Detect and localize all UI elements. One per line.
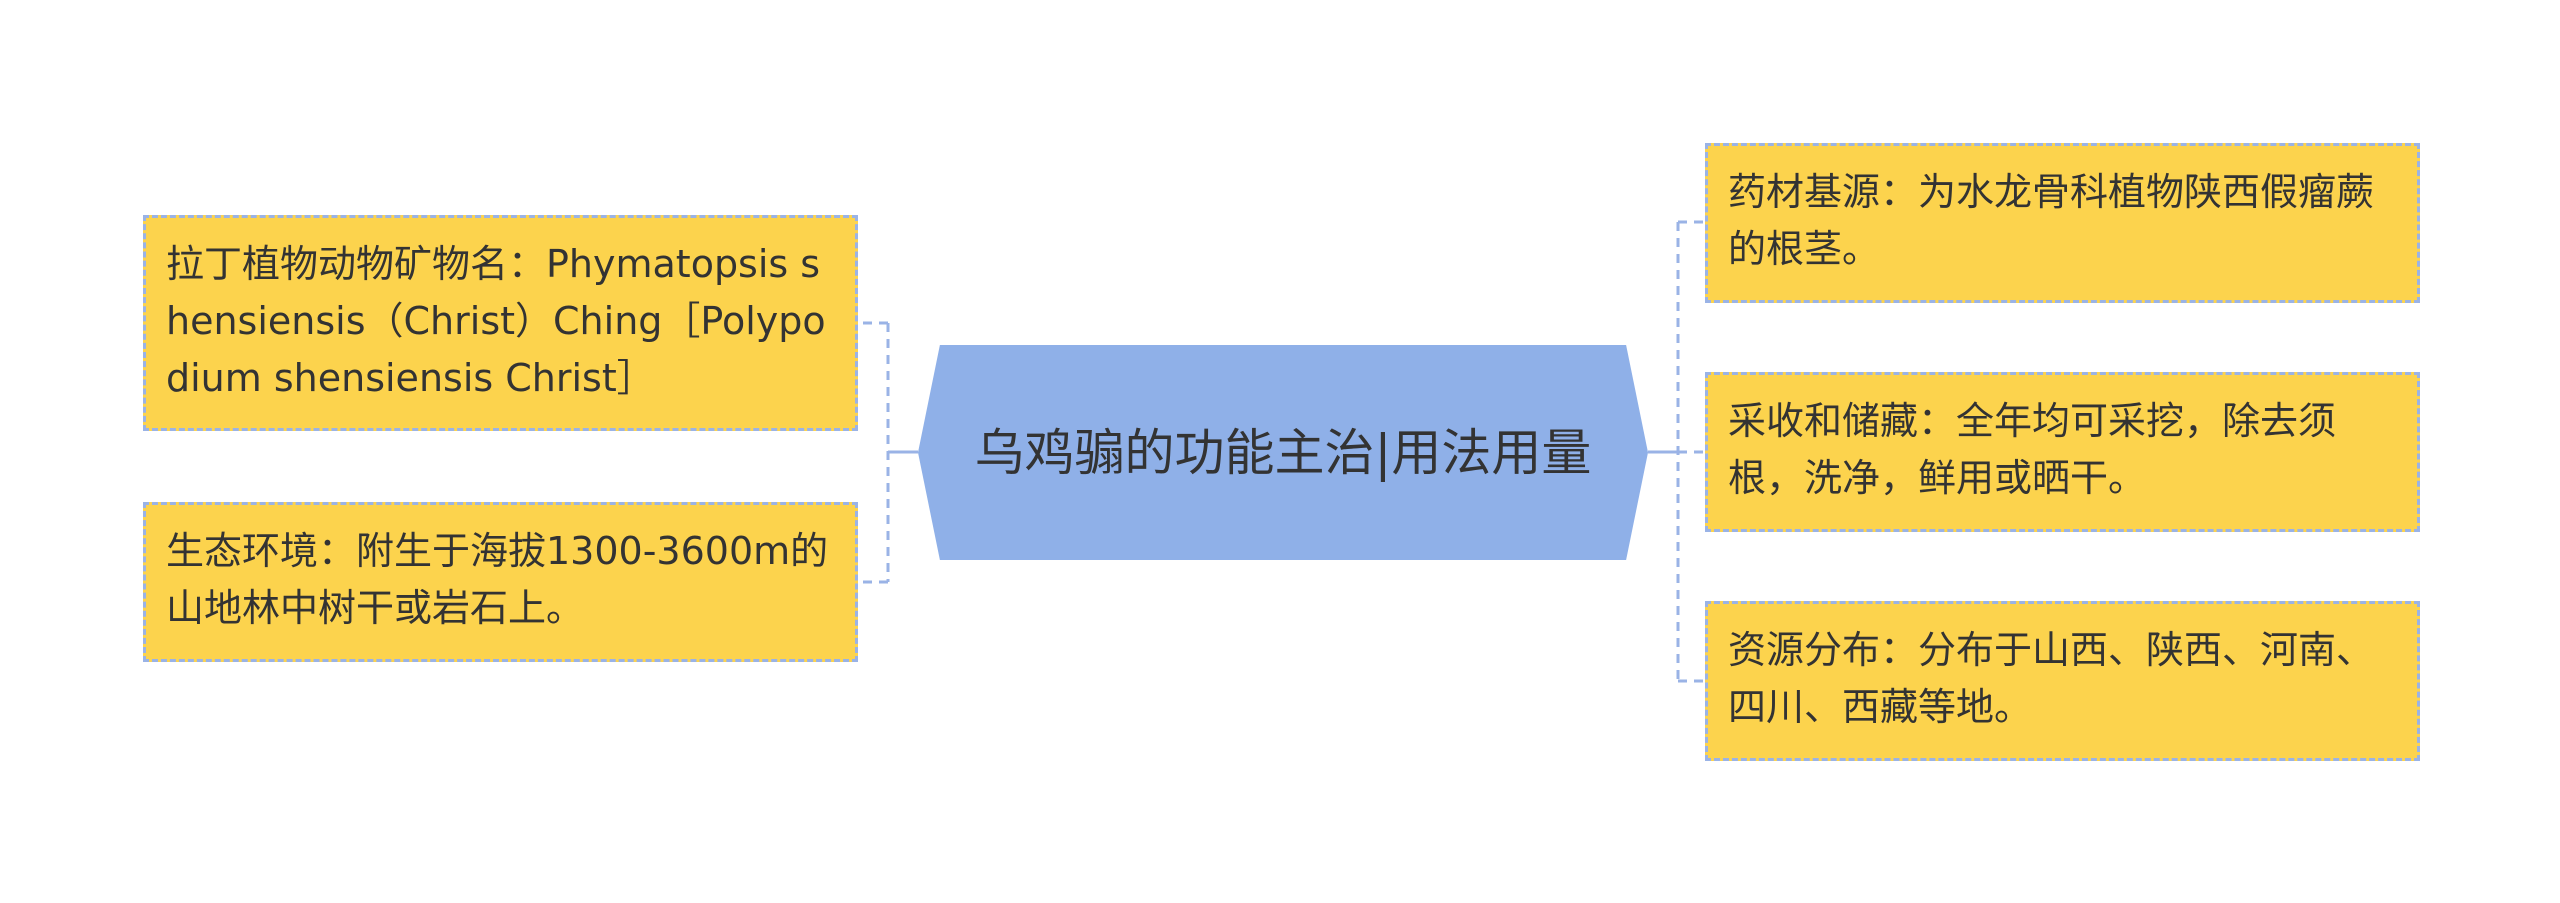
left-topic-habitat-text: 生态环境：附生于海拔1300-3600m的山地林中树干或岩石上。 — [166, 529, 829, 630]
left-topic-latin-name-text: 拉丁植物动物矿物名：Phymatopsis shensiensis（Christ… — [166, 242, 826, 400]
right-topic-distribution-text: 资源分布：分布于山西、陕西、河南、四川、西藏等地。 — [1728, 628, 2375, 729]
right-topic-distribution[interactable]: 资源分布：分布于山西、陕西、河南、四川、西藏等地。 — [1705, 601, 2420, 761]
right-topic-source[interactable]: 药材基源：为水龙骨科植物陕西假瘤蕨的根茎。 — [1705, 143, 2420, 303]
central-topic-label: 乌鸡骟的功能主治|用法用量 — [974, 423, 1592, 482]
right-topic-source-text: 药材基源：为水龙骨科植物陕西假瘤蕨的根茎。 — [1728, 170, 2375, 271]
left-topic-latin-name[interactable]: 拉丁植物动物矿物名：Phymatopsis shensiensis（Christ… — [143, 215, 858, 431]
central-topic[interactable]: 乌鸡骟的功能主治|用法用量 — [918, 345, 1648, 560]
right-topic-harvest[interactable]: 采收和储藏：全年均可采挖，除去须根，洗净，鲜用或晒干。 — [1705, 372, 2420, 532]
right-topic-harvest-text: 采收和储藏：全年均可采挖，除去须根，洗净，鲜用或晒干。 — [1728, 399, 2337, 500]
left-topic-habitat[interactable]: 生态环境：附生于海拔1300-3600m的山地林中树干或岩石上。 — [143, 502, 858, 662]
